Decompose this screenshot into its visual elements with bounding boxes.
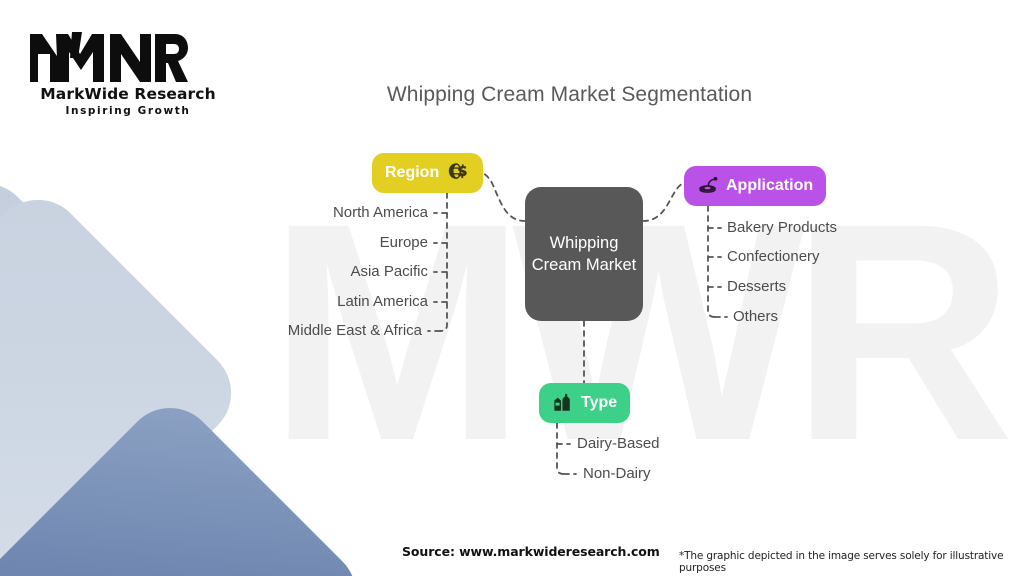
page-title-text: Whipping Cream Market Segmentation [386, 83, 753, 106]
disclaimer-label: *The graphic depicted in the image serve… [679, 550, 1004, 574]
page-title: Whipping Cream Market Segmentation [0, 83, 1024, 107]
brand-logo: MarkWide Research Inspiring Growth [28, 28, 228, 117]
leaf-region-1[interactable]: Europe [379, 234, 428, 251]
leaf-type-1[interactable]: Non-Dairy [583, 465, 651, 482]
milk-carton-icon [552, 392, 574, 414]
leaf-region-0[interactable]: North America [332, 204, 428, 221]
leaf-region-3[interactable]: Latin America [337, 293, 428, 310]
logo-tagline: Inspiring Growth [65, 105, 191, 117]
connector-center-application [642, 180, 691, 222]
spine-application [707, 205, 716, 318]
center-node[interactable]: Whipping Cream Market [525, 187, 643, 321]
source-label: Source: www.markwideresearch.com [402, 544, 660, 559]
connector-center-region [477, 171, 526, 222]
branch-label-application: Application [726, 177, 814, 194]
leaf-application-3[interactable]: Others [733, 308, 779, 325]
spine-region [439, 192, 448, 332]
globe-currency-icon [446, 161, 470, 185]
branch-label-region: Region [385, 164, 440, 181]
leaf-region-4[interactable]: Middle East & Africa [287, 322, 422, 339]
branch-badge-type[interactable]: Type [539, 383, 631, 423]
leaf-type-0[interactable]: Dairy-Based [577, 435, 660, 452]
mortar-pestle-icon [697, 175, 719, 197]
center-node-label: Whipping Cream Market [531, 234, 637, 274]
branch-label-type: Type [581, 394, 618, 411]
logo-mwr-icon [30, 32, 188, 82]
branch-badge-region[interactable]: Region [372, 153, 484, 193]
leaf-application-1[interactable]: Confectionery [727, 248, 820, 265]
leaf-application-2[interactable]: Desserts [727, 278, 787, 295]
leaf-application-0[interactable]: Bakery Products [727, 219, 838, 236]
branch-badge-application[interactable]: Application [684, 166, 827, 206]
logo-company-name: MarkWide Research [40, 85, 216, 103]
spine-type [556, 422, 565, 475]
leaf-region-2[interactable]: Asia Pacific [350, 263, 428, 280]
